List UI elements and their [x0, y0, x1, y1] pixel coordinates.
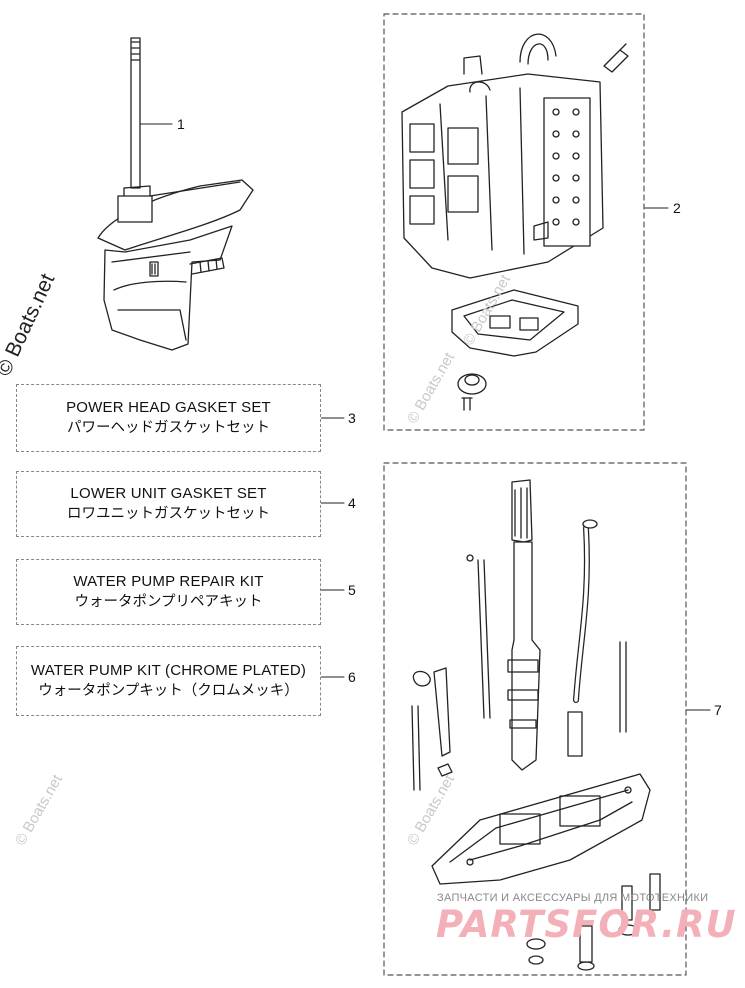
lower-unit-drawing — [97, 37, 254, 351]
callout-6: 6 — [348, 669, 356, 685]
callout-2: 2 — [673, 200, 681, 216]
leader-lines — [139, 123, 711, 711]
kit-name-jp: ウォータポンプリペアキット — [74, 594, 263, 610]
kit-water-pump-kit-chrome-plated: WATER PUMP KIT (CHROME PLATED) ウォータポンプキッ… — [16, 646, 321, 716]
kit-name-jp: ウォータポンプキット（クロムメッキ） — [38, 683, 299, 699]
kit-name-jp: パワーヘッドガスケットセット — [67, 420, 270, 436]
kit-name-en: POWER HEAD GASKET SET — [66, 399, 271, 416]
driveshaft-housing-drawing — [411, 479, 661, 971]
kit-name-en: WATER PUMP REPAIR KIT — [73, 573, 264, 590]
callout-4: 4 — [348, 495, 356, 511]
brand-logo: PARTSFOR.RU — [436, 903, 737, 946]
power-head-drawing — [401, 33, 629, 411]
kit-name-jp: ロワユニットガスケットセット — [67, 506, 270, 522]
power-head-group-box — [383, 13, 645, 431]
callout-5: 5 — [348, 582, 356, 598]
callout-7: 7 — [714, 702, 722, 718]
brand-tagline: ЗАПЧАСТИ И АКСЕССУАРЫ ДЛЯ МОТОТЕХНИКИ — [437, 892, 709, 904]
kit-lower-unit-gasket-set: LOWER UNIT GASKET SET ロワユニットガスケットセット — [16, 471, 321, 537]
kit-water-pump-repair-kit: WATER PUMP REPAIR KIT ウォータポンプリペアキット — [16, 559, 321, 625]
kit-name-en: LOWER UNIT GASKET SET — [70, 485, 267, 502]
callout-3: 3 — [348, 410, 356, 426]
driveshaft-group-box — [383, 462, 687, 976]
callout-1: 1 — [177, 116, 185, 132]
kit-power-head-gasket-set: POWER HEAD GASKET SET パワーヘッドガスケットセット — [16, 384, 321, 452]
kit-name-en: WATER PUMP KIT (CHROME PLATED) — [30, 662, 307, 679]
